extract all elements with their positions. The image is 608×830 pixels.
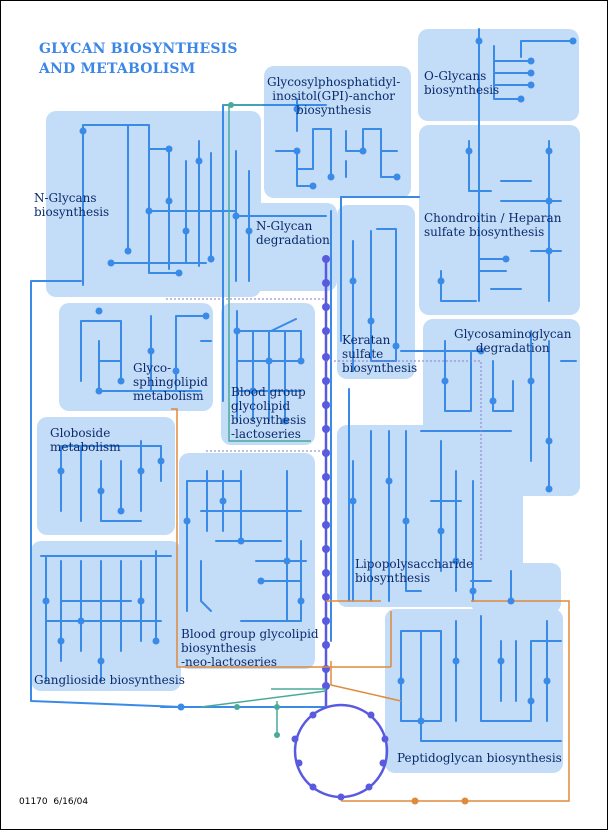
label-blood-group-neolacto[interactable]: Blood group glycolipid biosynthesis -neo… <box>181 627 319 669</box>
label-ganglioside[interactable]: Ganglioside biosynthesis <box>34 673 185 687</box>
map-title: GLYCAN BIOSYNTHESIS AND METABOLISM <box>39 41 238 77</box>
map-date: 6/16/04 <box>53 797 89 807</box>
label-blood-group-lacto[interactable]: Blood group glycolipid biosynthesis -lac… <box>231 385 307 441</box>
label-gpi-anchor[interactable]: Glycosylphosphatidyl- inositol(GPI)-anch… <box>267 75 401 117</box>
label-lps[interactable]: Lipopolysaccharide biosynthesis <box>355 557 474 585</box>
map-id: 01170 <box>19 797 48 807</box>
label-chondroitin-heparan[interactable]: Chondroitin / Heparan sulfate biosynthes… <box>424 211 562 239</box>
region-chondroitin-heparan[interactable] <box>419 125 580 315</box>
label-peptidoglycan[interactable]: Peptidoglycan biosynthesis <box>397 751 562 765</box>
region-peptidoglycan[interactable] <box>385 609 563 773</box>
label-n-glycan-degradation[interactable]: N-Glycan degradation <box>256 219 330 247</box>
region-peptidoglycan-top[interactable] <box>471 563 561 613</box>
label-keratan-sulfate[interactable]: Keratan sulfate biosynthesis <box>342 333 418 375</box>
label-o-glycans[interactable]: O-Glycans biosynthesis <box>424 69 500 97</box>
region-n-glycan-degradation[interactable] <box>227 203 337 291</box>
label-n-glycans[interactable]: N-Glycans biosynthesis <box>34 191 110 219</box>
region-n-glycans[interactable] <box>46 111 261 297</box>
label-gag-degradation[interactable]: Glycosaminoglycan degradation <box>454 327 572 355</box>
label-glycosphingolipid[interactable]: Glyco- sphingolipid metabolism <box>133 361 208 403</box>
map-footer: 01170 6/16/04 <box>19 797 88 807</box>
region-o-glycans[interactable] <box>418 29 579 121</box>
label-globoside[interactable]: Globoside metabolism <box>50 426 121 454</box>
